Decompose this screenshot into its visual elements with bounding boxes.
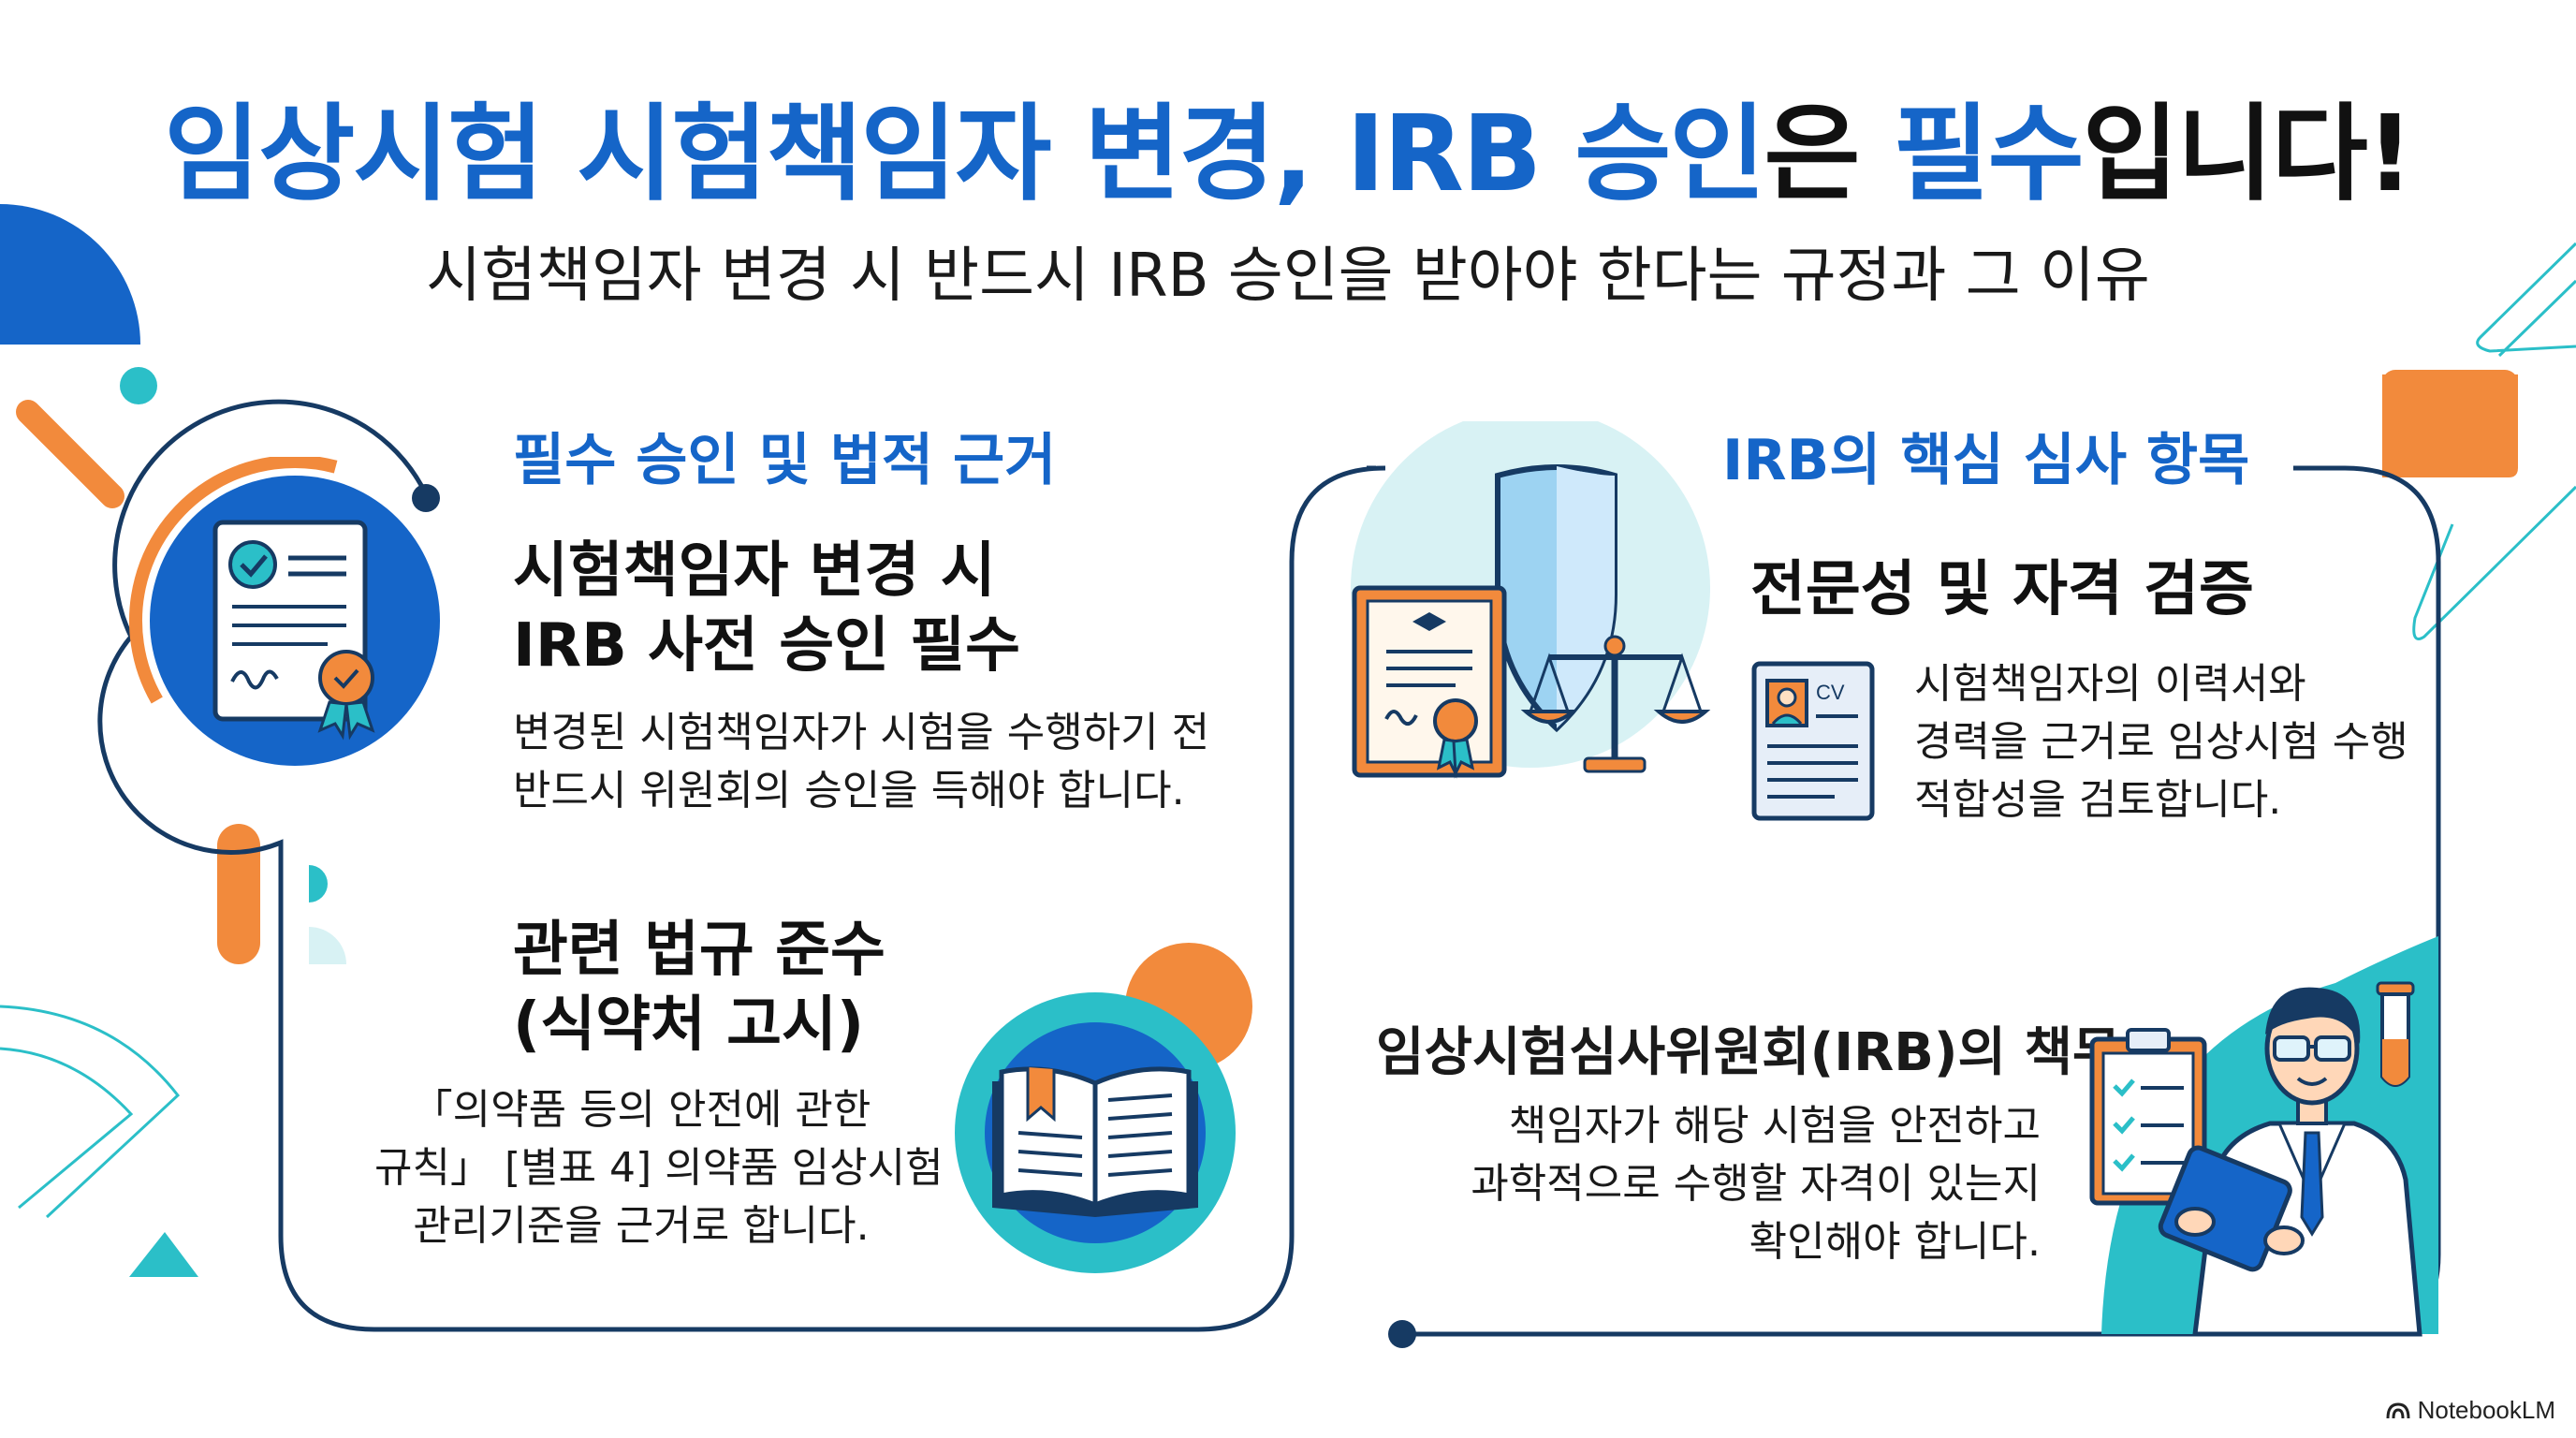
title-part3: 필수 [1893, 94, 2085, 215]
right-card1-body-line2: 경력을 근거로 임상시험 수행 [1914, 718, 2408, 766]
footer-brand-label: NotebookLM [2417, 1396, 2555, 1424]
right-card2-body-line2: 과학적으로 수행할 자격이 있는지 [1471, 1160, 2041, 1208]
deco-orange-pill [217, 824, 260, 964]
left-card1-body-line2: 반드시 위원회의 승인을 득해야 합니다. [513, 767, 1185, 814]
left-card1-title-line2: IRB 사전 승인 필수 [513, 611, 1020, 681]
document-certificate-icon [128, 457, 449, 785]
open-book-icon [955, 992, 1236, 1273]
deco-teal-lines-right [2476, 242, 2576, 358]
left-loop-line [97, 399, 1386, 1332]
title-part4: 입니다! [2082, 94, 2414, 215]
left-card2-title-line2: (식약처 고시) [513, 990, 865, 1060]
left-card2-body-line3: 관리기준을 근거로 합니다. [413, 1202, 870, 1250]
shield-scales-icon [1351, 421, 1711, 779]
scientist-clipboard-icon [2089, 936, 2438, 1337]
footer-brand: NotebookLM [2386, 1396, 2555, 1425]
deco-teal-triangle [129, 1232, 198, 1277]
deco-orange-stick [16, 400, 124, 508]
deco-teal-semicircle [309, 865, 328, 902]
left-card2-title-line1: 관련 법규 준수 [513, 916, 886, 985]
page-subtitle: 시험책임자 변경 시 반드시 IRB 승인을 받아야 한다는 규정과 그 이유 [426, 242, 2150, 311]
deco-blue-quarter [0, 204, 140, 345]
right-card1-title: 전문성 및 자격 검증 [1750, 555, 2254, 624]
right-card1-body: 시험책임자의 이력서와 경력을 근거로 임상시험 수행 적합성을 검토합니다. [1914, 655, 2408, 829]
left-card1-title-line1: 시험책임자 변경 시 [513, 536, 996, 606]
test-tube-icon [2376, 981, 2415, 1087]
left-card2-body-line1: 「의약품 등의 안전에 관한 [411, 1086, 871, 1134]
left-card1-title: 시험책임자 변경 시 IRB 사전 승인 필수 [513, 534, 1020, 683]
title-part1: 임상시험 시험책임자 변경, IRB 승인 [164, 94, 1765, 215]
right-card2-body-line3: 확인해야 합니다. [1749, 1218, 2041, 1266]
title-part2: 은 [1764, 94, 1894, 215]
notebooklm-logo-icon [2386, 1401, 2410, 1418]
deco-teal-lines-right2 [2412, 485, 2576, 640]
left-card2-body-line2: 규칙」 [별표 4] 의약품 임상시험 [374, 1144, 944, 1192]
left-card1-body-line1: 변경된 시험책임자가 시험을 수행하기 전 [513, 709, 1210, 756]
left-loop-dot [412, 484, 440, 512]
deco-teal-semicircle-light [309, 927, 346, 964]
left-card1-body: 변경된 시험책임자가 시험을 수행하기 전 반드시 위원회의 승인을 득해야 합… [513, 704, 1209, 820]
right-panel-dot [1388, 1320, 1416, 1348]
right-card1-body-line1: 시험책임자의 이력서와 [1914, 660, 2306, 708]
left-section-heading: 필수 승인 및 법적 근거 [513, 428, 1057, 493]
cv-document-icon: CV [1751, 661, 1875, 821]
right-card2-title: 임상시험심사위원회(IRB)의 책무 [1376, 1022, 2121, 1083]
right-card2-body-line1: 책임자가 해당 시험을 안전하고 [1508, 1102, 2041, 1150]
deco-teal-dot [120, 367, 157, 404]
left-card2-body: 「의약품 등의 안전에 관한 규칙」 [별표 4] 의약품 임상시험 관리기준을… [374, 1081, 944, 1255]
left-card2-title: 관련 법규 준수 (식약처 고시) [513, 913, 886, 1063]
cv-label: CV [1816, 681, 1845, 704]
right-card2-body: 책임자가 해당 시험을 안전하고 과학적으로 수행할 자격이 있는지 확인해야 … [1385, 1097, 2041, 1271]
right-section-heading: IRB의 핵심 심사 항목 [1722, 428, 2250, 493]
deco-orange-corner-top [2382, 370, 2518, 477]
deco-teal-lines-left [0, 1005, 181, 1219]
right-card1-body-line3: 적합성을 검토합니다. [1914, 776, 2282, 824]
page-title: 임상시험 시험책임자 변경, IRB 승인은 필수입니다! [0, 89, 2576, 220]
